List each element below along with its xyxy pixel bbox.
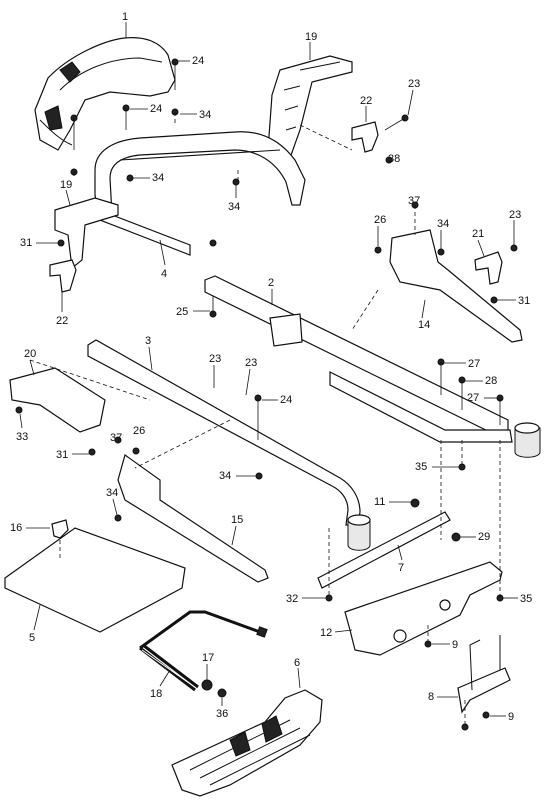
callout-20: 20 xyxy=(24,348,36,360)
brand-logo-icon xyxy=(59,61,81,83)
callout-31: 31 xyxy=(518,295,530,307)
callout-26: 26 xyxy=(374,214,386,226)
callout-3: 3 xyxy=(145,335,151,347)
callout-28: 28 xyxy=(485,375,497,387)
part-7-flat-bar xyxy=(317,511,451,589)
callout-9: 9 xyxy=(508,711,514,723)
callout-34: 34 xyxy=(199,109,211,121)
part-15-side-panel xyxy=(117,454,269,583)
callout-21: 21 xyxy=(472,228,484,240)
callout-23: 23 xyxy=(245,357,257,369)
callout-23: 23 xyxy=(408,78,420,90)
callout-22: 22 xyxy=(56,315,68,327)
callout-12: 12 xyxy=(320,627,332,639)
callout-6: 6 xyxy=(294,657,300,669)
callout-24: 24 xyxy=(150,103,162,115)
tube-end-left xyxy=(347,519,371,551)
part-4-handle-frame xyxy=(94,131,306,256)
callout-37: 37 xyxy=(408,195,420,207)
callout-1: 1 xyxy=(122,11,128,23)
callout-32: 32 xyxy=(286,593,298,605)
part-19-lower-bracket xyxy=(54,197,119,270)
part-17-bushing xyxy=(201,679,213,691)
part-1-fender xyxy=(34,37,176,151)
callout-14: 14 xyxy=(418,319,430,331)
callout-15: 15 xyxy=(231,514,243,526)
callout-34: 34 xyxy=(228,201,240,213)
callout-34: 34 xyxy=(152,172,164,184)
callout-5: 5 xyxy=(29,632,35,644)
part-19-upper-bracket xyxy=(267,55,353,159)
callout-19: 19 xyxy=(60,179,72,191)
callout-2: 2 xyxy=(268,277,274,289)
part-5-floor-mat xyxy=(4,527,186,633)
part-22-right-bracket xyxy=(351,121,379,153)
callout-7: 7 xyxy=(398,562,404,574)
callout-33: 33 xyxy=(16,431,28,443)
part-20-plate xyxy=(9,367,106,433)
callout-29: 29 xyxy=(478,531,490,543)
callout-27: 27 xyxy=(467,392,479,404)
callout-26: 26 xyxy=(133,425,145,437)
callout-22: 22 xyxy=(360,95,372,107)
callout-8: 8 xyxy=(428,691,434,703)
callout-17: 17 xyxy=(202,652,214,664)
callout-11: 11 xyxy=(374,496,385,508)
callout-9: 9 xyxy=(452,639,458,651)
callout-34: 34 xyxy=(437,218,449,230)
callout-35: 35 xyxy=(520,593,532,605)
part-12-lower-bracket xyxy=(344,561,503,656)
callout-34: 34 xyxy=(106,487,118,499)
callout-34: 34 xyxy=(219,470,231,482)
callout-38: 38 xyxy=(388,153,400,165)
part-14-side-rail xyxy=(389,229,523,343)
callout-18: 18 xyxy=(150,688,162,700)
part-16-clip xyxy=(51,519,69,539)
fasteners xyxy=(15,58,518,731)
callout-25: 25 xyxy=(176,306,188,318)
callout-24: 24 xyxy=(280,394,292,406)
part-36-nut xyxy=(217,688,227,698)
callout-31: 31 xyxy=(56,449,68,461)
callout-37: 37 xyxy=(110,432,122,444)
callouts: 1 24 19 23 22 24 34 38 34 19 34 37 23 26… xyxy=(10,11,532,723)
callout-23: 23 xyxy=(209,353,221,365)
callout-24: 24 xyxy=(192,55,204,67)
callout-35: 35 xyxy=(415,461,427,473)
callout-16: 16 xyxy=(10,522,22,534)
callout-23: 23 xyxy=(509,209,521,221)
part-22-left-bracket xyxy=(49,259,77,293)
part-21-bracket xyxy=(474,251,503,285)
callout-19: 19 xyxy=(305,31,317,43)
callout-27: 27 xyxy=(468,358,480,370)
part-18-rod xyxy=(139,610,261,692)
callout-4: 4 xyxy=(161,268,167,280)
callout-31: 31 xyxy=(20,237,32,249)
callout-36: 36 xyxy=(216,708,228,720)
assembly-lines xyxy=(29,112,501,727)
part-8-bracket xyxy=(457,667,511,714)
tube-end-right xyxy=(514,427,541,458)
